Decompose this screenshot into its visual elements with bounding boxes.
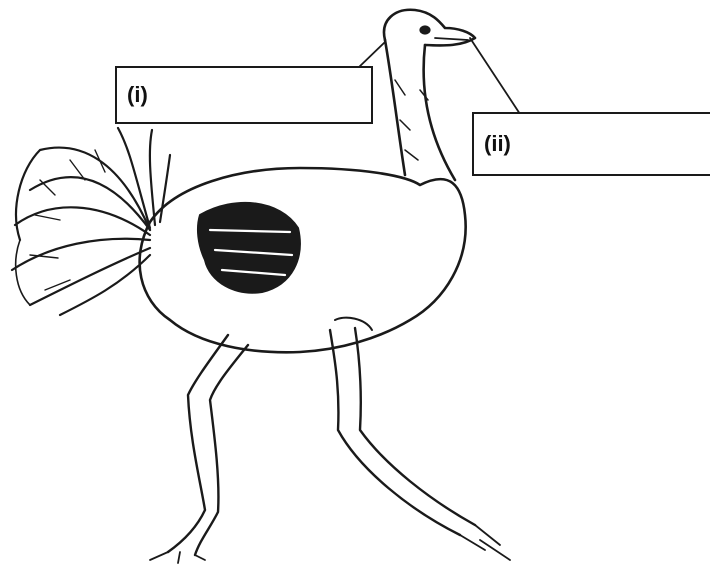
label-ii-text: (ii): [484, 131, 511, 157]
leader-line-ii: [470, 38, 520, 114]
ostrich-tail: [12, 128, 170, 315]
ostrich-neck: [385, 40, 455, 180]
label-box-ii: (ii): [472, 112, 710, 176]
leader-lines: [358, 38, 520, 114]
label-i-text: (i): [127, 82, 148, 108]
ostrich-head: [384, 10, 475, 46]
leader-line-i: [358, 42, 385, 68]
ostrich-legs: [150, 318, 510, 563]
ostrich-body: [140, 168, 466, 352]
label-box-i: (i): [115, 66, 373, 124]
ostrich-wing: [198, 203, 300, 293]
